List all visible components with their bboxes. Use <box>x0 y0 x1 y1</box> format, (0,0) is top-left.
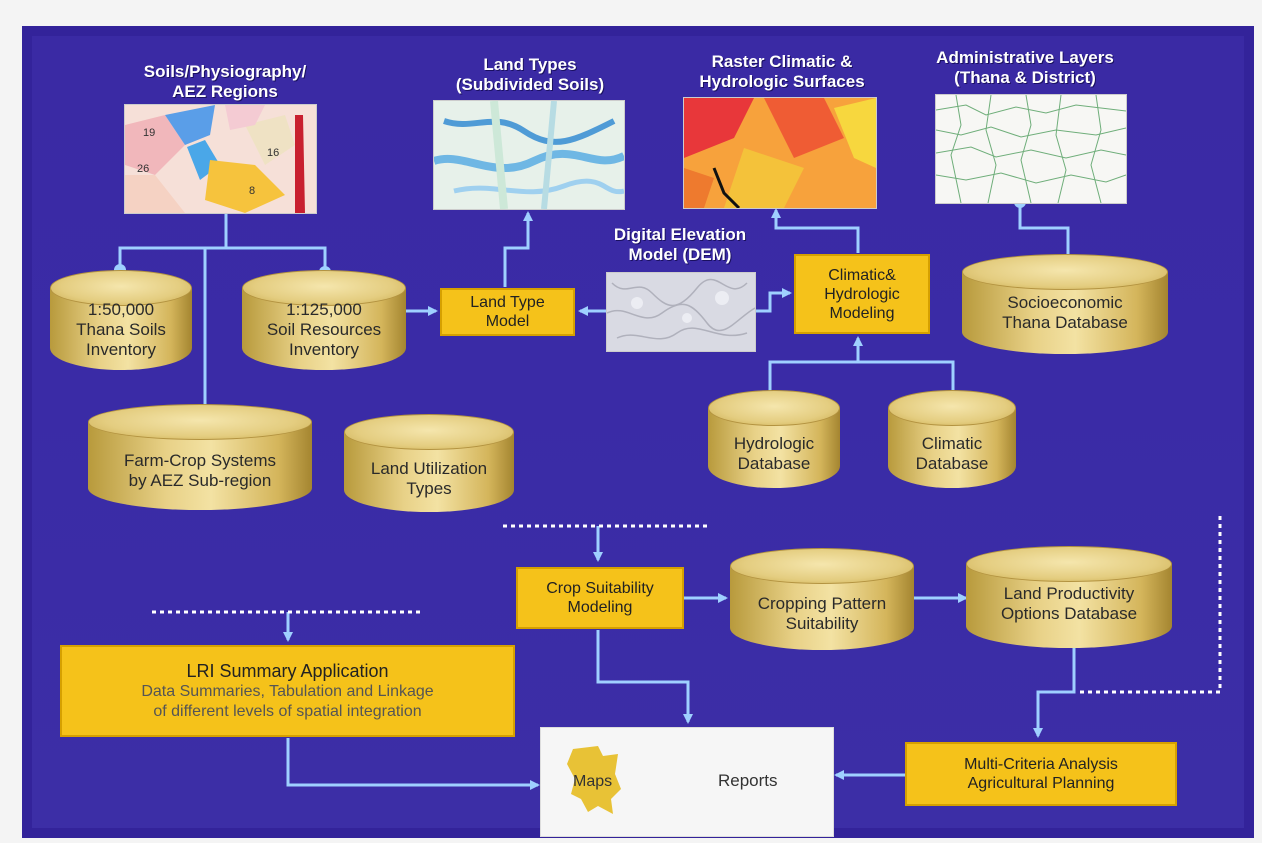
db-climatic: Climatic Database <box>888 390 1016 488</box>
reports-label: Reports <box>718 771 778 790</box>
db-socioeconomic-label: Socioeconomic Thana Database <box>1002 293 1128 332</box>
db-socioeconomic: Socioeconomic Thana Database <box>962 254 1168 354</box>
lri-subtitle: Data Summaries, Tabulation and Linkage o… <box>141 683 434 720</box>
db-land-productivity: Land Productivity Options Database <box>966 546 1172 648</box>
dotted-line-right <box>1080 516 1222 694</box>
connector-admin-to-socio <box>1018 202 1070 265</box>
connector-climatic-to-raster <box>771 208 860 253</box>
db-land-utilization-label: Land Utilization Types <box>370 459 488 498</box>
db-hydrologic-label: Hydrologic Database <box>733 434 815 473</box>
raster-map-image <box>683 97 877 209</box>
process-multi-criteria: Multi-Criteria Analysis Agricultural Pla… <box>905 742 1177 806</box>
title-dem: Digital Elevation Model (DEM) <box>613 225 747 264</box>
connector-dem-to-climatic <box>755 288 792 313</box>
title-admin: Administrative Layers (Thana & District) <box>936 48 1114 87</box>
connector-crop-to-outputs <box>596 630 693 724</box>
title-raster: Raster Climatic & Hydrologic Surfaces <box>699 52 865 91</box>
connector-landtype-to-map <box>503 211 533 287</box>
land-types-map-image <box>433 100 625 210</box>
soil-map-label: 19 <box>143 127 156 139</box>
db-thana-soils: 1:50,000 Thana Soils Inventory <box>50 270 192 370</box>
title-soils: Soils/Physiography/ AEZ Regions <box>143 62 307 101</box>
admin-map-image <box>935 94 1127 204</box>
connector-lri-to-outputs <box>286 738 540 790</box>
db-farm-crop-label: Farm-Crop Systems by AEZ Sub-region <box>123 451 277 490</box>
lri-summary-box: LRI Summary Application Data Summaries, … <box>60 645 515 737</box>
db-hydrologic: Hydrologic Database <box>708 390 840 488</box>
bangladesh-map-icon <box>567 746 621 814</box>
outputs-box: Maps Reports <box>540 727 834 837</box>
process-climatic-modeling: Climatic& Hydrologic Modeling <box>794 254 930 334</box>
soil-map-label: 26 <box>137 163 150 175</box>
db-land-productivity-label: Land Productivity Options Database <box>1000 584 1138 623</box>
connector-databases-to-climatic <box>768 338 955 398</box>
db-soil-resources: 1:125,000 Soil Resources Inventory <box>242 270 406 370</box>
soils-map-image: 19 16 8 26 <box>124 104 317 214</box>
db-cropping-pattern-label: Cropping Pattern Suitability <box>757 594 887 633</box>
maps-label: Maps <box>573 773 613 790</box>
db-cropping-pattern: Cropping Pattern Suitability <box>730 548 914 650</box>
soil-map-label: 16 <box>267 147 280 159</box>
soil-map-label: 8 <box>249 185 256 197</box>
db-thana-soils-label: 1:50,000 Thana Soils Inventory <box>76 300 166 359</box>
db-farm-crop: Farm-Crop Systems by AEZ Sub-region <box>88 404 312 510</box>
lri-title: LRI Summary Application <box>186 661 389 681</box>
db-land-utilization: Land Utilization Types <box>344 414 514 512</box>
process-land-type-model: Land Type Model <box>440 288 575 336</box>
process-crop-suitability: Crop Suitability Modeling <box>516 567 684 629</box>
dem-image <box>606 272 756 352</box>
db-climatic-label: Climatic Database <box>915 434 989 473</box>
title-land-types: Land Types (Subdivided Soils) <box>455 55 605 94</box>
db-soil-resources-label: 1:125,000 Soil Resources Inventory <box>266 300 382 359</box>
connector-productivity-to-multicriteria <box>1033 648 1076 738</box>
